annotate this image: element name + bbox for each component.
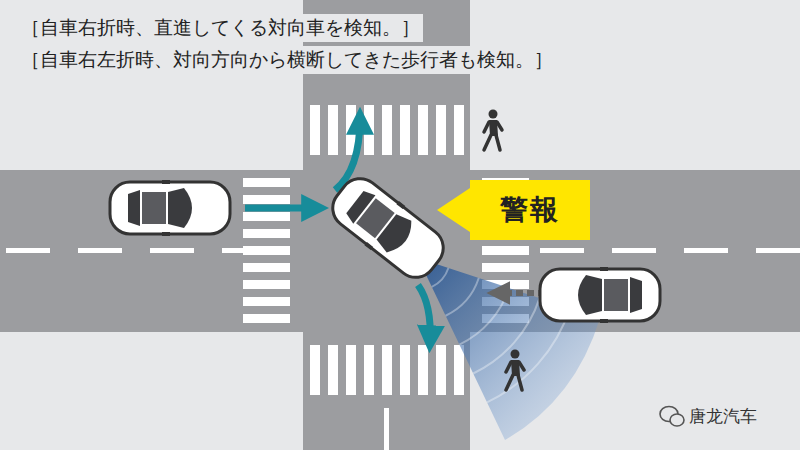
crosswalk-stripe: [382, 105, 392, 155]
crosswalk-stripe: [346, 345, 356, 395]
crosswalk-stripe: [482, 263, 529, 272]
crosswalk-stripe: [382, 345, 392, 395]
lane-dash: [150, 248, 194, 253]
crosswalk-stripe: [436, 105, 446, 155]
crosswalk-stripe: [243, 246, 290, 255]
crosswalk-stripe: [243, 212, 290, 221]
crosswalk-stripe: [328, 345, 338, 395]
sensor-wave: [432, 268, 449, 287]
wechat-icon: [660, 407, 684, 427]
sensor-wave: [446, 278, 479, 316]
lane-dash: [684, 248, 728, 253]
lane-dash: [384, 408, 389, 450]
crosswalk-stripe: [243, 195, 290, 204]
crosswalk-stripe: [364, 105, 374, 155]
crosswalk-stripe: [243, 297, 290, 306]
cars: [110, 169, 660, 323]
crosswalk-stripe: [243, 280, 290, 289]
lane-dash: [540, 248, 584, 253]
warning-box: 警報: [470, 180, 590, 240]
crosswalk-stripe: [328, 105, 338, 155]
lane-dash: [612, 248, 656, 253]
crosswalk-stripe: [436, 345, 446, 395]
crosswalk-stripe: [418, 345, 428, 395]
car: [110, 180, 230, 236]
crosswalk-stripe: [400, 105, 410, 155]
note-line: ［自車右左折時、対向方向から横断してきた歩行者も検知。］: [18, 46, 556, 74]
crosswalk-stripe: [482, 246, 529, 255]
crosswalk-stripe: [243, 263, 290, 272]
crosswalk-stripe: [310, 105, 320, 155]
pedestrian: [506, 350, 524, 391]
car: [540, 267, 660, 323]
crosswalk-stripe: [243, 178, 290, 187]
crosswalk-stripe: [364, 345, 374, 395]
lane-markings: [6, 248, 800, 450]
sensor-wave: [459, 288, 509, 345]
lane-dash: [756, 248, 800, 253]
warning-pointer: [437, 188, 470, 232]
crosswalk-stripe: [400, 345, 410, 395]
warning-text: 警報: [500, 191, 560, 229]
pedestrians: [484, 110, 524, 391]
lane-dash: [78, 248, 122, 253]
pedestrian: [484, 110, 502, 151]
crosswalk-stripe: [243, 314, 290, 323]
crosswalk-stripe: [454, 105, 464, 155]
lane-dash: [6, 248, 50, 253]
sensor-wave: [473, 298, 539, 373]
crosswalk-stripe: [310, 345, 320, 395]
car: [323, 169, 452, 287]
crosswalk-stripe: [418, 105, 428, 155]
crosswalk-stripe: [243, 229, 290, 238]
watermark: 唐龙汽车: [686, 404, 760, 429]
crosswalk-stripe: [454, 345, 464, 395]
note-line: ［自車右折時、直進してくる対向車を検知。］: [18, 14, 423, 42]
